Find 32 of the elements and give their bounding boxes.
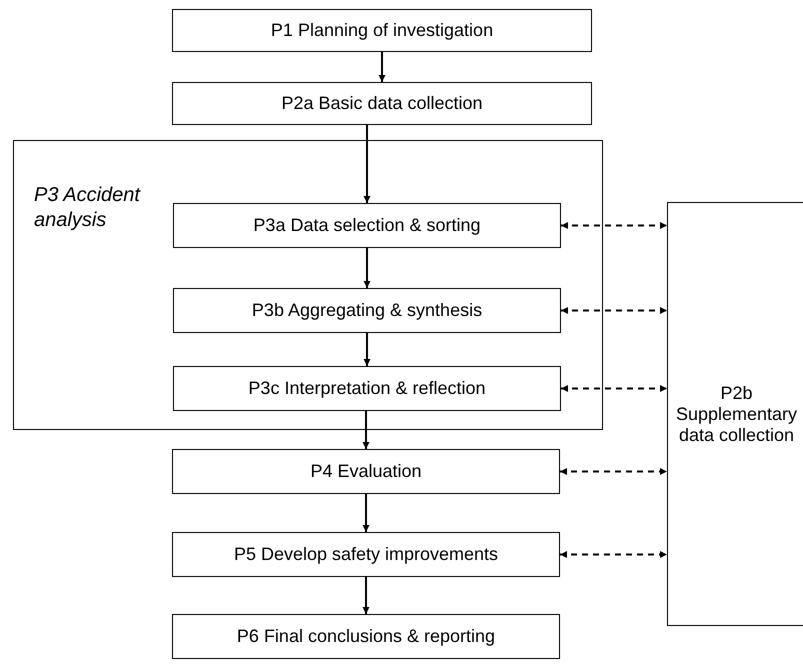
arrow [364, 333, 370, 366]
box-label: P3c Interpretation & reflection [248, 378, 486, 399]
process-box [173, 366, 561, 411]
dashed-arrow [560, 468, 667, 475]
box-label: P4 Evaluation [310, 461, 422, 482]
process-box [172, 449, 560, 494]
arrow [362, 494, 370, 532]
dashed-arrow [560, 551, 667, 558]
dashed-arrow [561, 222, 667, 229]
arrow [364, 125, 370, 203]
arrow [362, 577, 370, 614]
box-label: P2a Basic data collection [281, 93, 483, 114]
box-label: P3a Data selection & sorting [253, 215, 481, 236]
dashed-arrow [561, 385, 667, 392]
process-box [172, 82, 592, 125]
process-box [172, 9, 592, 52]
dashed-arrow [561, 307, 667, 314]
group-frame [13, 140, 603, 430]
box-label: P1 Planning of investigation [270, 20, 494, 41]
arrow [364, 248, 370, 288]
process-box [173, 203, 561, 248]
process-box [667, 202, 803, 626]
process-box [173, 288, 561, 333]
group-title: P3 Accident analysis [34, 183, 142, 233]
box-label: P2b Supplementary data collection [674, 382, 798, 446]
box-label: P3b Aggregating & synthesis [252, 300, 482, 321]
arrow [362, 411, 370, 449]
process-box [172, 532, 560, 577]
process-box [172, 614, 560, 659]
box-label: P6 Final conclusions & reporting [236, 626, 496, 647]
box-label: P5 Develop safety improvements [234, 544, 498, 565]
arrow [378, 52, 386, 82]
